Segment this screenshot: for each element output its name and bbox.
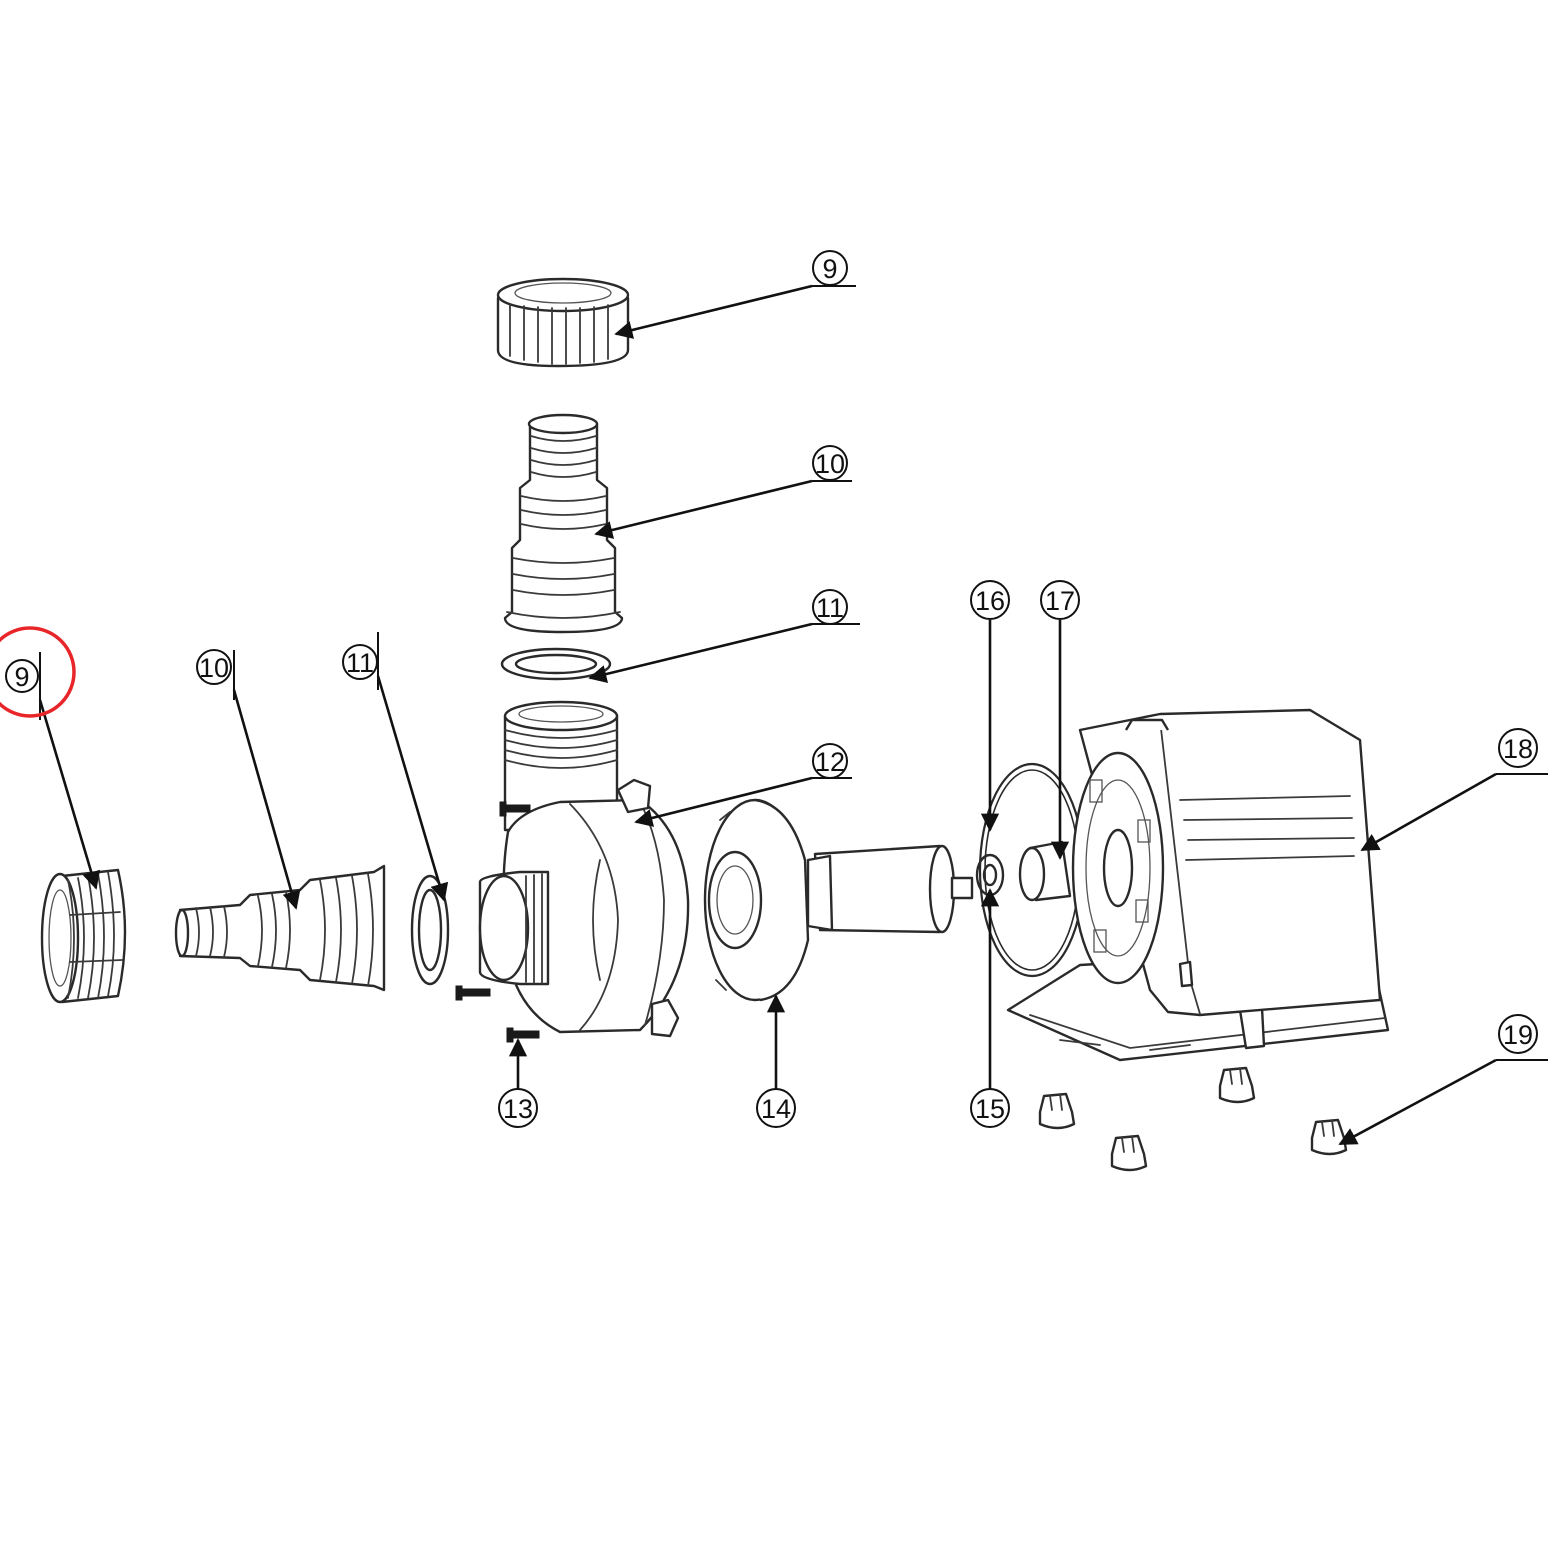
callout-10-left: 10 [196,649,301,910]
callout-10-top: 10 [594,445,852,539]
foot-1 [1038,1092,1076,1130]
callout-14: 14 [756,994,796,1128]
callout-label: 17 [1045,586,1075,616]
callout-19: 19 [1338,1014,1548,1146]
part-gasket-top [500,647,612,681]
callout-13: 13 [498,1038,538,1128]
part-union-nut-top [496,277,630,368]
part-gasket-left [410,874,450,986]
part-bearing-cap [1018,840,1072,902]
callout-label: 18 [1503,734,1533,764]
callout-label: 10 [199,653,229,683]
callout-label: 19 [1503,1020,1533,1050]
callout-label: 11 [346,648,374,678]
part-rotor [806,844,974,934]
callout-12: 12 [634,743,852,827]
foot-3 [1218,1066,1256,1104]
part-hose-tail-top [503,413,624,634]
callout-label: 14 [761,1094,791,1124]
callout-16: 16 [970,580,1010,832]
callout-label: 15 [975,1094,1005,1124]
callout-18: 18 [1360,728,1548,852]
part-pump-housing [478,700,690,1038]
callout-9-left: 9 [0,626,101,890]
part-suction-feet [1038,1066,1348,1172]
part-motor-housing [1006,708,1390,1062]
callout-11-left: 11 [342,632,449,902]
part-union-nut-left [40,868,127,1004]
callout-15: 15 [970,888,1010,1128]
part-impeller-cover [703,798,810,1002]
callout-label: 12 [815,747,845,777]
foot-4 [1310,1118,1348,1156]
callout-label: 11 [816,593,844,623]
foot-2 [1110,1134,1148,1172]
callout-label: 10 [815,449,845,479]
callout-label: 16 [975,586,1005,616]
callout-17: 17 [1040,580,1080,860]
part-screws [455,801,540,1043]
callout-label: 9 [822,254,837,284]
part-hose-tail-left [174,864,386,992]
screw-3 [506,1027,540,1043]
screw-1 [499,801,531,817]
part-bushing [975,853,1005,897]
callout-9-top: 9 [614,250,856,339]
highlight-ring [0,626,76,718]
callout-label: 9 [14,662,29,692]
callout-label: 13 [503,1094,533,1124]
callout-11-top: 11 [588,589,860,683]
screw-2 [455,985,491,1001]
